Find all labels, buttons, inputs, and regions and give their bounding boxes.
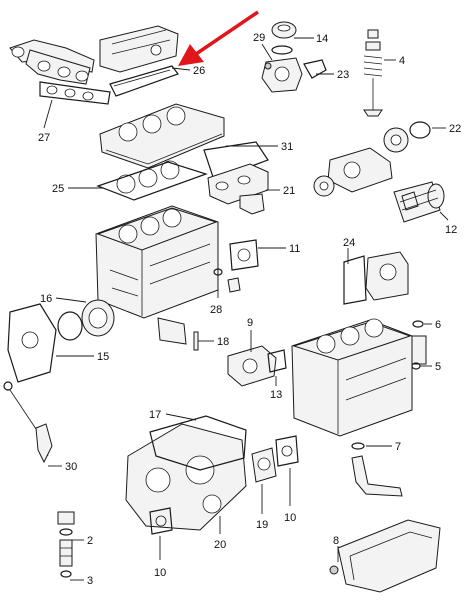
part-engine-block [95,205,219,319]
callout-19: 19 [256,519,268,531]
callout-10-left: 10 [154,567,166,579]
callout-12: 12 [445,224,457,236]
part-head-side-gasket [203,141,269,181]
leader-16 [55,297,87,303]
part-thermostat-gasket [303,59,327,79]
callout-25: 25 [52,183,64,195]
callout-11: 11 [289,243,300,255]
part-thermostat-housing [261,57,303,93]
callout-2: 2 [87,535,93,547]
part-valve-cover-gasket [109,65,179,97]
part-valve-assembly [363,29,383,117]
callout-7: 7 [395,441,401,453]
callout-6: 6 [435,319,441,331]
callout-24: 24 [343,237,355,249]
part-bearing-cap [157,317,199,351]
callout-3: 3 [87,575,93,587]
part-head-gasket [96,160,208,201]
callout-9: 9 [247,317,253,329]
part-intake-manifold [207,163,269,215]
part-oil-filter [411,320,427,370]
part-oil-cooler-plate [343,251,409,305]
callout-17: 17 [149,409,161,421]
callout-29: 29 [253,32,265,44]
callout-30: 30 [65,461,77,473]
callout-18: 18 [217,336,229,348]
part-timing-gear-case [125,423,247,531]
part-oil-pipe [351,442,403,497]
leader-12 [439,211,449,221]
part-dipstick [3,381,53,464]
callout-14: 14 [316,33,328,45]
part-injector [57,511,75,578]
callout-16: 16 [40,293,52,305]
callout-21: 21 [283,185,295,197]
part-thermostat-cap [271,21,297,39]
callout-27: 27 [38,132,50,144]
part-cover-plate [251,447,277,483]
callout-31: 31 [281,141,293,153]
part-cover-gasket-right [275,435,299,467]
part-oil-pan [329,519,441,593]
part-water-pump [313,121,431,197]
callout-13: 13 [270,389,282,401]
part-exhaust-manifold [9,39,95,85]
callout-23: 23 [337,69,349,81]
part-starter-motor [393,181,445,223]
callout-10-right: 10 [284,512,296,524]
callout-8: 8 [333,535,339,547]
callout-26: 26 [193,65,205,77]
part-cylinder-head [99,103,225,169]
part-exhaust-gasket [39,81,111,105]
part-thermostat-seal [271,45,293,55]
part-rear-plate [7,303,57,383]
part-engine-block-assembled [291,318,413,437]
part-timing-case-gasket [149,415,247,471]
part-oil-seal [57,299,115,341]
part-water-outlet-gasket [229,239,259,271]
highlight-arrow-26 [178,10,259,66]
leader-17 [165,413,197,421]
leader-27 [43,99,53,129]
part-valve-cover [99,25,179,73]
part-sensor-plug [213,268,241,293]
callout-4: 4 [399,55,405,67]
callout-5: 5 [435,361,441,373]
callout-28: 28 [210,304,222,316]
part-small-gasket [149,507,173,535]
callout-22: 22 [449,123,461,135]
part-oil-pump [227,345,287,387]
callout-20: 20 [214,539,226,551]
leader-26 [171,67,191,71]
callout-15: 15 [97,351,109,363]
leader-29 [261,43,273,61]
